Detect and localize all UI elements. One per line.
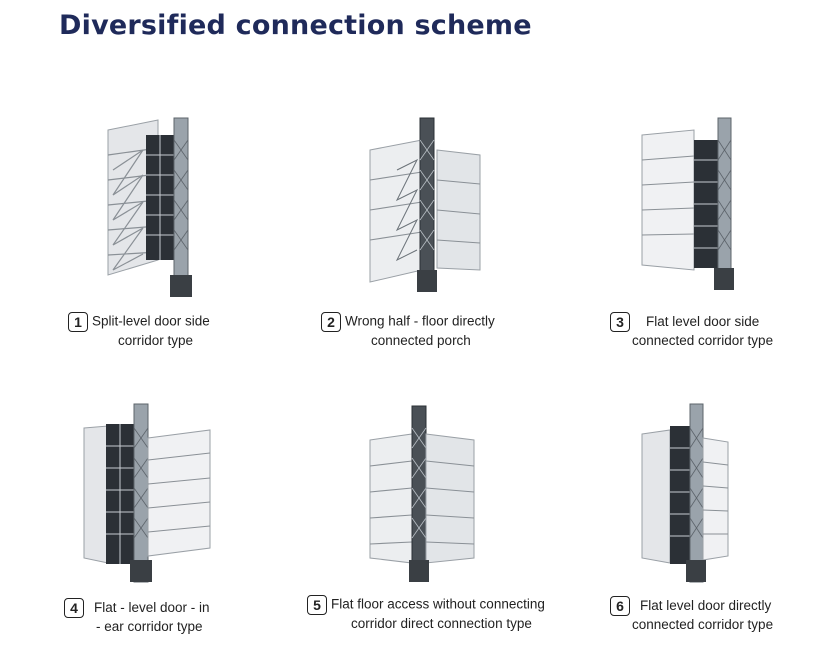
scheme-caption-4: 4 Flat - level door - in - ear corridor t… <box>64 598 324 636</box>
building-elevator-porch-icon <box>362 110 502 300</box>
scheme-line2-3: connected corridor type <box>632 333 774 348</box>
scheme-line2-1: corridor type <box>118 333 194 348</box>
scheme-number-2: 2 <box>321 312 341 332</box>
scheme-line1-2: Wrong half - floor directly <box>345 313 495 329</box>
building-elevator-connected-icon <box>636 398 776 588</box>
building-elevator-stairs-icon <box>98 110 238 300</box>
scheme-line1-6: Flat level door directly <box>640 597 772 613</box>
building-elevator-side-corridor-icon <box>636 110 776 300</box>
scheme-line1-3: Flat level door side <box>646 313 760 329</box>
scheme-caption-6: 6 Flat level door directly connected corr… <box>610 596 824 634</box>
scheme-number-1: 1 <box>68 312 88 332</box>
building-elevator-ear-corridor-icon <box>78 398 218 588</box>
scheme-caption-3: 3 Flat level door side connected corridor… <box>610 312 824 350</box>
scheme-line2-6: connected corridor type <box>632 617 774 632</box>
scheme-line2-4: - ear corridor type <box>96 619 203 634</box>
scheme-number-5: 5 <box>307 595 327 615</box>
scheme-line1-4: Flat - level door - in <box>94 599 210 615</box>
building-elevator-direct-icon <box>362 398 502 588</box>
scheme-line2-5: corridor direct connection type <box>351 616 532 631</box>
scheme-number-6: 6 <box>610 596 630 616</box>
scheme-number-3: 3 <box>610 312 630 332</box>
scheme-line1-5: Flat floor access without connecting <box>331 596 545 612</box>
scheme-line1-1: Split-level door side <box>92 313 210 329</box>
scheme-number-4: 4 <box>64 598 84 618</box>
page-title: Diversified connection scheme <box>59 10 532 41</box>
scheme-line2-2: connected porch <box>371 333 471 348</box>
